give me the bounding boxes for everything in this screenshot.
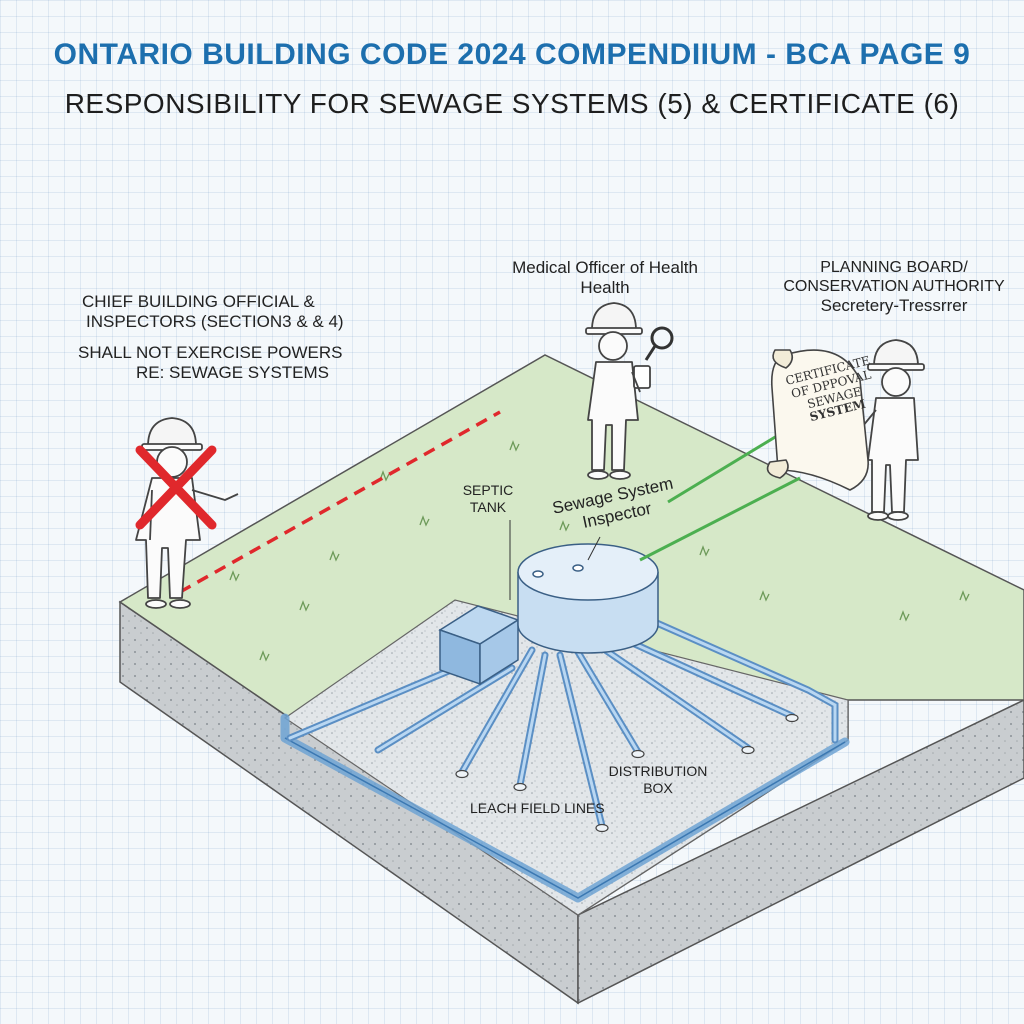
label-line: Health	[580, 278, 630, 298]
septic-tank-label: SEPTIC TANK	[448, 482, 528, 516]
distribution-box	[438, 605, 520, 686]
septic-tank	[517, 543, 659, 654]
label-line: PLANNING BOARD/	[820, 259, 968, 276]
label-line: Secretery-Tressrrer	[820, 296, 968, 316]
chief-building-official-label: CHIEF BUILDING OFFICIAL & INSPECTORS (SE…	[78, 292, 344, 384]
certificate-scroll	[766, 349, 869, 491]
connector-line-lower	[639, 476, 801, 562]
secretary-treasurer-figure	[857, 339, 925, 521]
label-line: RE: SEWAGE SYSTEMS	[136, 363, 330, 383]
label-line: Medical Officer of Health	[512, 258, 698, 277]
page-title: ONTARIO BUILDING CODE 2024 COMPENDIIUM -…	[53, 38, 971, 71]
label-line: INSPECTORS (SECTION3 & & 4)	[86, 312, 344, 332]
boundary-line	[179, 410, 501, 594]
prohibited-x-icon	[135, 445, 217, 530]
label-line: CHIEF BUILDING OFFICIAL &	[82, 292, 315, 311]
label-line: BOX	[643, 779, 673, 796]
label-line: CONSERVATION AUTHORITY	[783, 278, 1005, 296]
grass-tufts	[229, 440, 970, 662]
planning-board-label: PLANNING BOARD/ CONSERVATION AUTHORITY S…	[774, 258, 1014, 317]
label-line: DISTRIBUTION	[608, 763, 708, 779]
pipe-highlights	[288, 618, 837, 828]
label-line: TANK	[469, 498, 507, 515]
page-subtitle: RESPONSIBILITY FOR SEWAGE SYSTEMS (5) & …	[64, 88, 960, 119]
ssi-leader	[587, 536, 601, 561]
pipe-end-caps	[455, 713, 799, 833]
label-line: SHALL NOT EXERCISE POWERS	[78, 342, 343, 362]
label-line: SEPTIC	[462, 482, 514, 498]
distribution-box-label: DISTRIBUTION BOX	[598, 763, 718, 797]
medical-officer-figure	[585, 302, 651, 480]
magnifying-glass-icon	[644, 326, 674, 361]
medical-officer-label: Medical Officer of Health Health	[490, 258, 720, 299]
leach-field-label: LEACH FIELD LINES	[470, 800, 605, 816]
